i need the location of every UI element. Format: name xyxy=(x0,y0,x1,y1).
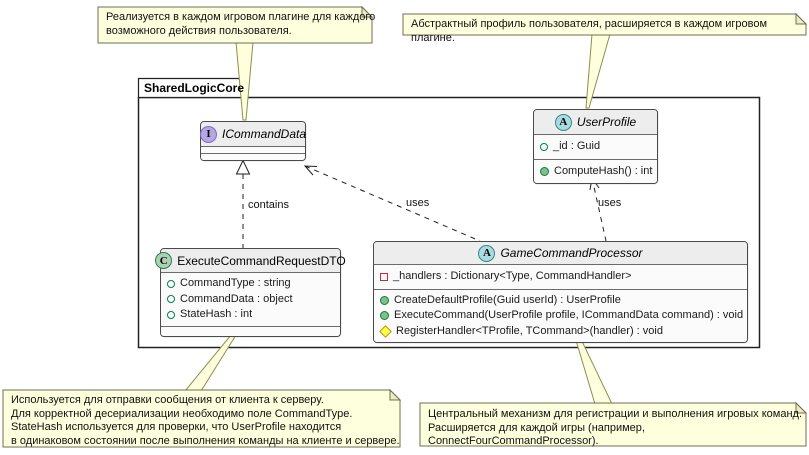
method-text: RegisterHandler<TProfile, TCommand>(hand… xyxy=(396,324,663,337)
method-text: ComputeHash() : int xyxy=(554,164,653,177)
class-icommanddata-header: I ICommandData xyxy=(199,122,307,147)
note-fold-icon xyxy=(795,12,808,25)
attribute-row: _id : Guid xyxy=(540,139,651,155)
protected-method-diamond-icon xyxy=(379,324,392,338)
note-processor-text: Центральный механизм для регистрации и в… xyxy=(428,408,803,447)
class-name: ExecuteCommandRequestDTO xyxy=(177,253,346,268)
method-row: ExecuteCommand(UserProfile profile, ICom… xyxy=(380,308,744,324)
class-name: ICommandData xyxy=(221,127,307,141)
note-fold-icon xyxy=(795,401,808,414)
note-dto xyxy=(2,389,401,448)
realization-triangle-icon xyxy=(235,159,251,175)
note-command xyxy=(97,6,373,44)
public-method-circle-icon xyxy=(540,166,549,176)
abstract-circle-icon: A xyxy=(478,244,496,262)
attributes-section: CommandType : string CommandData : objec… xyxy=(161,273,340,327)
method-row: RegisterHandler<TProfile, TCommand>(hand… xyxy=(379,324,741,340)
note-userprofile xyxy=(402,13,807,36)
attribute-text: StateHash : int xyxy=(180,308,253,320)
public-method-circle-icon xyxy=(380,311,389,321)
public-field-circle-icon xyxy=(167,295,175,304)
attributes-section: _id : Guid xyxy=(534,135,657,160)
class-dto-header: C ExecuteCommandRequestDTO xyxy=(155,249,346,273)
class-name: UserProfile xyxy=(576,115,637,129)
note-fold-icon xyxy=(389,388,402,401)
method-text: CreateDefaultProfile(Guid userId) : User… xyxy=(394,293,621,306)
public-method-circle-icon xyxy=(380,295,389,305)
class-executecommandrequestdto: C ExecuteCommandRequestDTO CommandType :… xyxy=(155,248,346,337)
relation-label-uses-icommanddata: uses xyxy=(406,197,430,209)
methods-section xyxy=(161,326,340,336)
class-gamecommandprocessor: A GameCommandProcessor _handlers : Dicti… xyxy=(373,241,748,343)
attributes-section xyxy=(201,147,305,154)
attribute-row: StateHash : int xyxy=(167,307,334,323)
class-processor-header: A GameCommandProcessor xyxy=(374,242,747,265)
private-field-square-icon xyxy=(380,272,388,281)
attributes-section: _handlers : Dictionary<Type, CommandHand… xyxy=(374,265,747,290)
class-icommanddata: I ICommandData xyxy=(199,121,307,161)
class-name: GameCommandProcessor xyxy=(500,246,643,260)
method-text: ExecuteCommand(UserProfile profile, ICom… xyxy=(394,309,744,321)
relation-label-contains: contains xyxy=(248,199,289,211)
attribute-text: _id : Guid xyxy=(553,140,601,152)
interface-circle-icon: I xyxy=(199,125,217,143)
package-title: SharedLogicCore xyxy=(144,81,245,95)
class-userprofile-header: A UserProfile xyxy=(534,110,657,135)
note-processor xyxy=(419,402,807,447)
attribute-text: CommandType : string xyxy=(180,277,291,289)
public-field-circle-icon xyxy=(167,279,175,288)
methods-section xyxy=(201,154,305,160)
note-command-text: Реализуется в каждом игровом плагине для… xyxy=(106,11,376,37)
dependency-line-processor-userprofile xyxy=(591,177,607,242)
attribute-text: CommandData : object xyxy=(180,292,293,305)
dependency-line-processor-icommanddata xyxy=(304,165,481,242)
method-row: CreateDefaultProfile(Guid userId) : User… xyxy=(380,293,741,309)
public-field-circle-icon xyxy=(540,142,548,151)
class-circle-icon: C xyxy=(155,252,173,269)
attribute-row: CommandType : string xyxy=(167,276,334,292)
attribute-text: _handlers : Dictionary<Type, CommandHand… xyxy=(393,270,632,282)
note-userprofile-text: Абстрактный профиль пользователя, расшир… xyxy=(411,18,768,44)
attribute-row: CommandData : object xyxy=(167,292,334,308)
class-userprofile: A UserProfile _id : Guid ComputeHash() :… xyxy=(533,109,658,184)
methods-section: ComputeHash() : int xyxy=(534,159,657,183)
abstract-circle-icon: A xyxy=(554,113,572,131)
methods-section: CreateDefaultProfile(Guid userId) : User… xyxy=(374,289,747,342)
method-row: ComputeHash() : int xyxy=(540,164,653,180)
note-dto-text: Используется для отправки сообщения от к… xyxy=(11,394,400,447)
note-fold-icon xyxy=(361,5,374,18)
attribute-row: _handlers : Dictionary<Type, CommandHand… xyxy=(380,269,741,285)
open-arrowhead-icon xyxy=(303,165,318,176)
public-field-circle-icon xyxy=(167,310,175,319)
relation-label-uses-userprofile: uses xyxy=(598,197,622,209)
